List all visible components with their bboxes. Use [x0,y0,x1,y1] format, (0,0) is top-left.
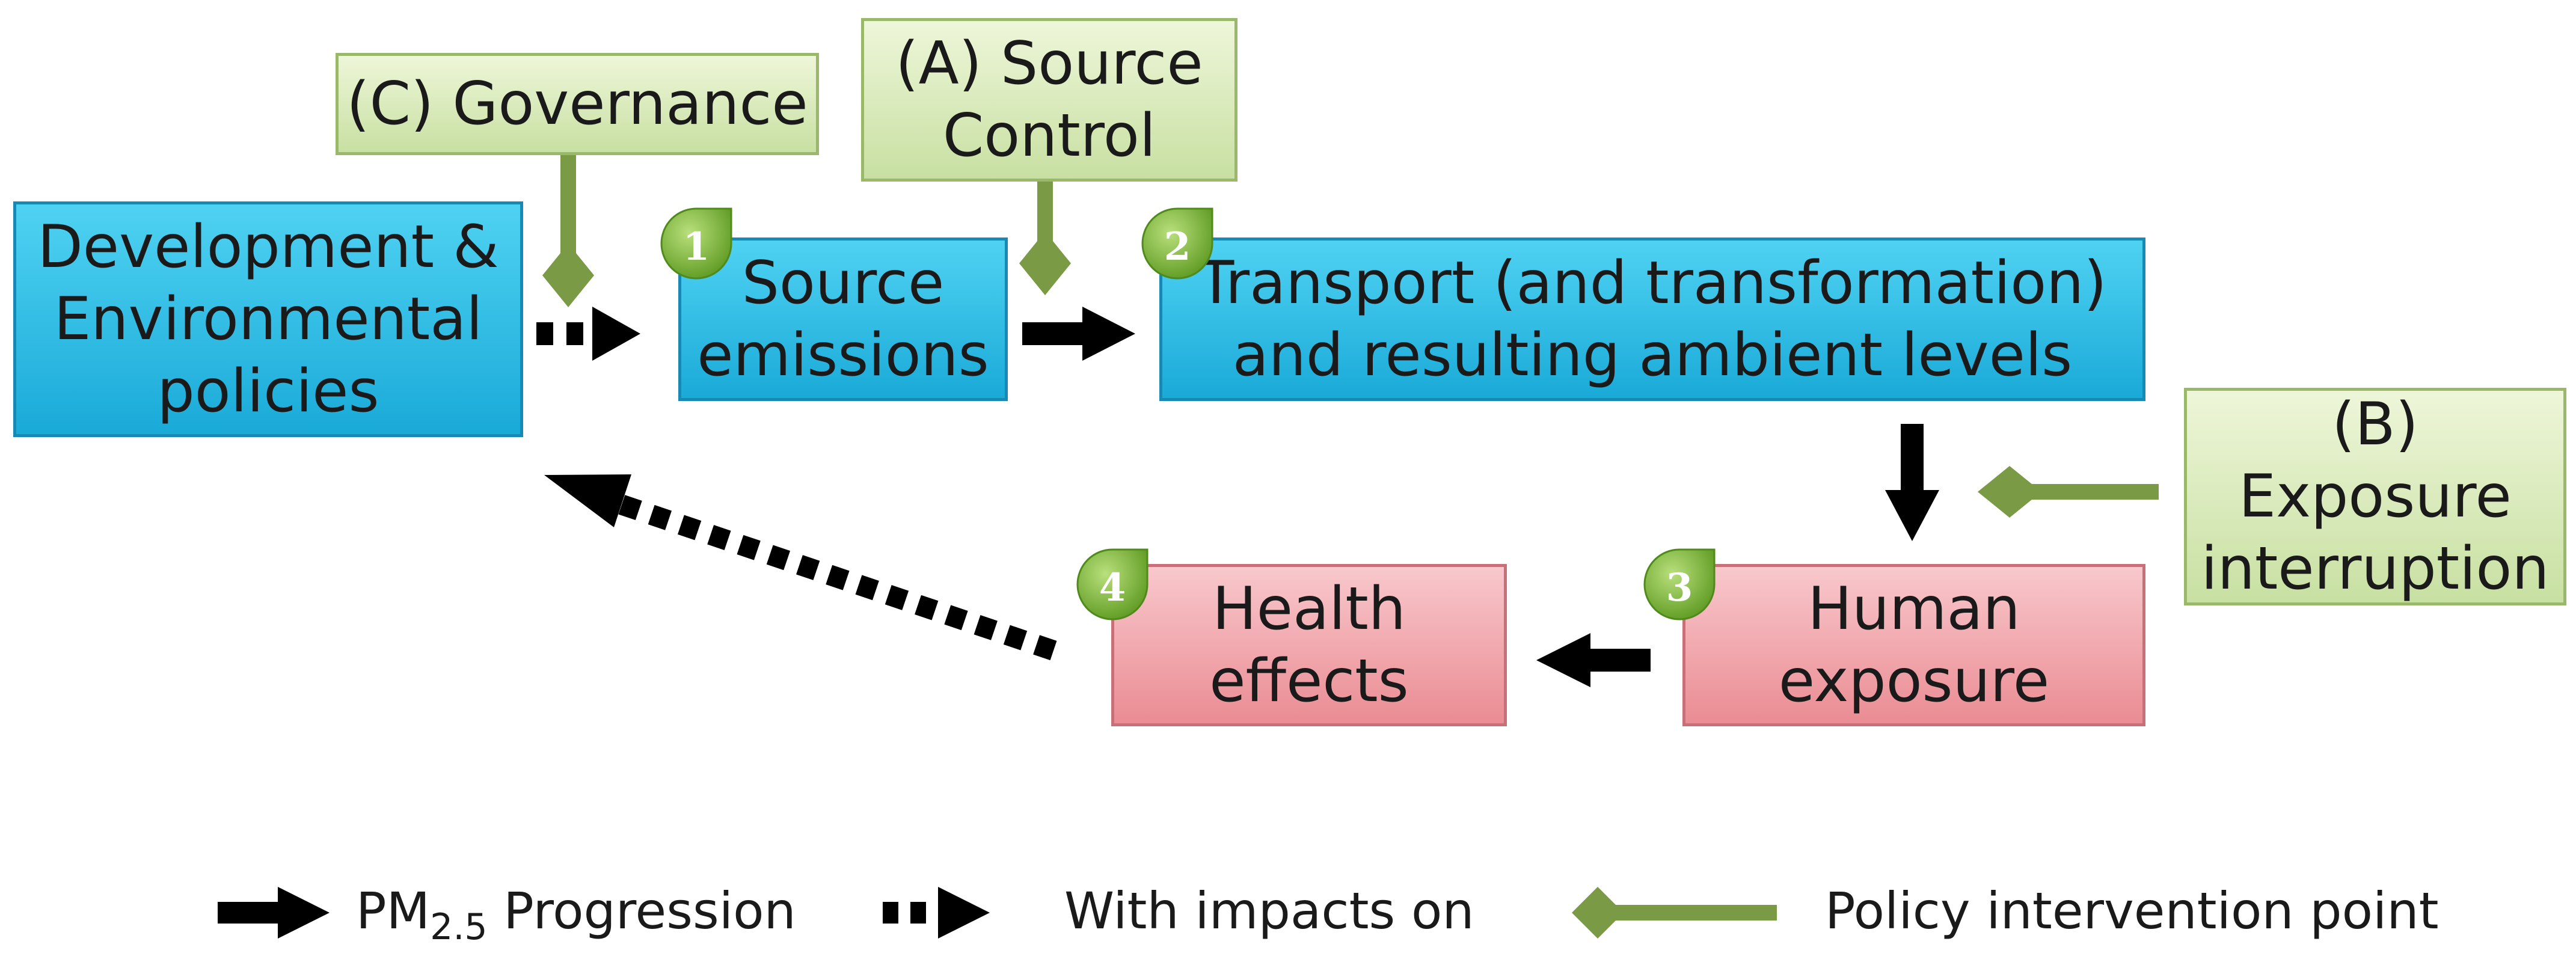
step-badge-3-number: 3 [1666,565,1693,610]
progression-arrow-emissions-to-transport [1022,307,1135,361]
step-badge-1-number: 1 [683,224,710,269]
development-policies-label: Development & Environmental policies [37,213,499,426]
policy-arrow-governance [542,155,594,307]
step-badge-2-number: 2 [1164,224,1191,269]
legend-impacts-arrow-icon [883,887,990,939]
legend-impacts-label: With impacts on [1064,881,1474,940]
exposure-interruption-label: (B) Exposure interruption [2201,390,2550,603]
step-badge-3: 3 [1643,548,1716,620]
legend-progression-arrow-icon [218,887,330,939]
step-badge-1: 1 [660,207,732,280]
legend-policy-arrow-icon [1572,887,1777,939]
step-badge-4: 4 [1076,548,1148,620]
step-badge-4-number: 4 [1099,565,1126,610]
transport-label: Transport (and transformation) and resul… [1198,249,2107,390]
exposure-interruption-intervention: (B) Exposure interruption [2184,388,2566,605]
policy-arrow-source-control [1019,182,1071,295]
step-badge-2: 2 [1141,207,1213,280]
transport-node: Transport (and transformation) and resul… [1159,237,2145,401]
source-emissions-node: Source emissions [678,237,1008,401]
progression-arrow-transport-to-exposure [1885,424,1939,541]
legend-policy-label: Policy intervention point [1825,881,2439,940]
human-exposure-node: Human exposure [1682,564,2145,726]
legend-progression-label: PM2.5 Progression [356,881,796,948]
source-emissions-label: Source emissions [697,249,989,390]
health-effects-node: Health effects [1111,564,1507,726]
governance-intervention: (C) Governance [336,53,819,155]
governance-label: (C) Governance [346,70,808,138]
human-exposure-label: Human exposure [1778,575,2050,715]
impact-arrow-health-to-development [544,474,1057,661]
progression-arrow-exposure-to-health [1536,633,1651,687]
health-effects-label: Health effects [1209,575,1409,715]
policy-arrow-exposure-interruption [1978,466,2159,518]
source-control-intervention: (A) Source Control [861,18,1237,182]
source-control-label: (A) Source Control [895,29,1203,170]
development-policies-node: Development & Environmental policies [13,201,523,437]
impact-arrow-development-to-emissions [536,307,640,361]
